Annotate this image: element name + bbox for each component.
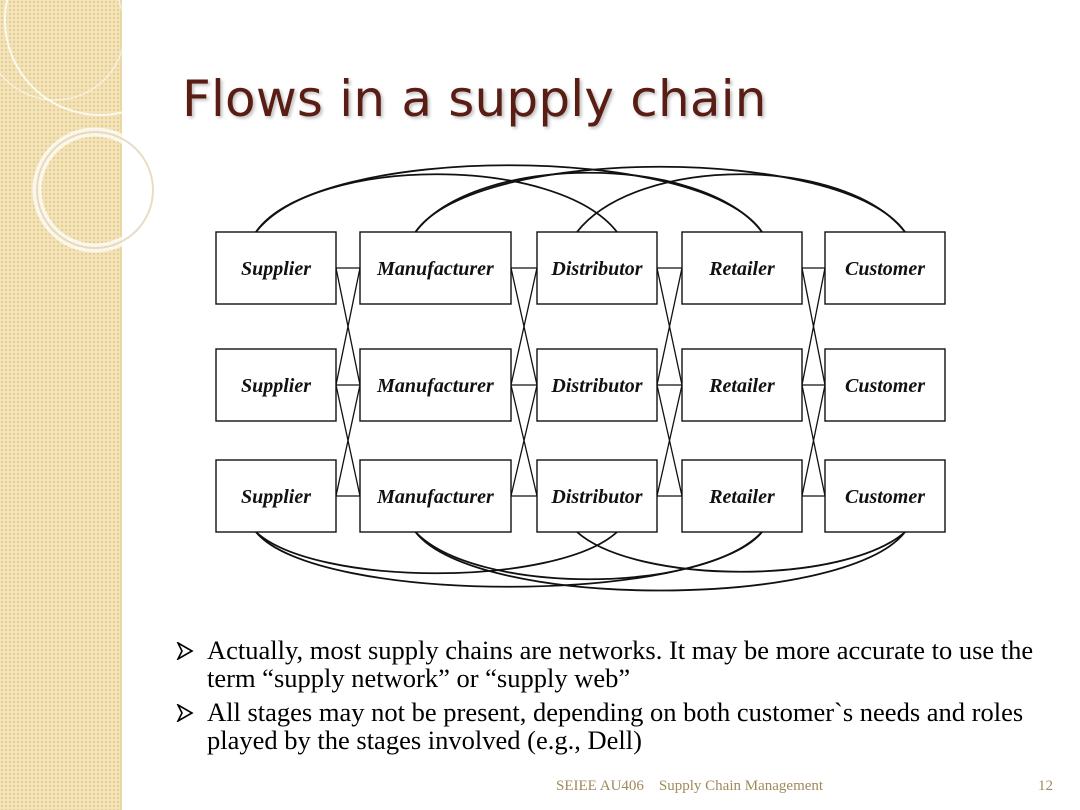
stage-label: Supplier (241, 486, 311, 508)
stage-box-retailer: Retailer (681, 231, 803, 305)
bypass-flow-arc (576, 173, 906, 233)
bypass-flow-arc (576, 531, 906, 573)
flow-link (656, 384, 683, 497)
stage-box-retailer: Retailer (681, 348, 803, 422)
stage-box-retailer: Retailer (681, 459, 803, 533)
bullet-item: Actually, most supply chains are network… (176, 636, 1036, 692)
stage-label: Supplier (241, 258, 311, 280)
stage-box-manufacturer: Manufacturer (359, 348, 512, 422)
bypass-flow-arc (255, 531, 763, 588)
arrow-bullet-icon (176, 704, 194, 722)
stage-label: Retailer (708, 375, 775, 397)
stage-box-manufacturer: Manufacturer (359, 231, 512, 305)
bullet-list: Actually, most supply chains are network… (176, 636, 1036, 760)
flow-link (510, 384, 538, 497)
bypass-flow-arc (414, 171, 763, 233)
arrow-bullet-icon (176, 642, 194, 660)
decorative-rings (0, 0, 196, 253)
bypass-flow-arc (414, 531, 906, 592)
stage-label: Manufacturer (376, 258, 494, 280)
flow-link (801, 384, 826, 497)
stage-label: Supplier (241, 375, 311, 397)
flow-link (656, 267, 683, 386)
stage-box-customer: Customer (824, 459, 946, 533)
flow-link (335, 267, 361, 386)
stage-box-manufacturer: Manufacturer (359, 459, 512, 533)
stage-box-customer: Customer (824, 348, 946, 422)
bypass-flow-arc (255, 164, 763, 233)
stage-box-distributor: Distributor (536, 231, 658, 305)
stage-label: Retailer (708, 486, 775, 508)
slide-title: Flows in a supply chain (182, 70, 767, 128)
stage-box-distributor: Distributor (536, 459, 658, 533)
stage-box-supplier: Supplier (215, 348, 337, 422)
stage-box-distributor: Distributor (536, 348, 658, 422)
flow-link (510, 267, 538, 386)
footer-page-number: 12 (1038, 778, 1053, 794)
stage-label: Distributor (550, 258, 642, 280)
stage-label: Manufacturer (376, 486, 494, 508)
stage-label: Customer (845, 486, 925, 508)
stage-label: Customer (845, 258, 925, 280)
stage-box-supplier: Supplier (215, 231, 337, 305)
bullet-item: All stages may not be present, depending… (176, 698, 1036, 754)
flow-link (335, 384, 361, 497)
stage-box-supplier: Supplier (215, 459, 337, 533)
bypass-flow-arc (255, 531, 618, 575)
stage-label: Distributor (550, 375, 642, 397)
bullet-text: Actually, most supply chains are network… (207, 635, 1034, 693)
footer-course: SEIEE AU406 Supply Chain Management (556, 778, 824, 794)
bypass-flow-arc (414, 165, 906, 233)
bullet-text: All stages may not be present, depending… (207, 697, 1024, 755)
stage-box-customer: Customer (824, 231, 946, 305)
flow-link (801, 267, 826, 386)
bypass-flow-arc (255, 173, 618, 233)
bypass-flow-arc (414, 531, 763, 581)
stage-label: Retailer (708, 258, 775, 280)
stage-label: Distributor (550, 486, 642, 508)
stage-label: Customer (845, 375, 925, 397)
stage-label: Manufacturer (376, 375, 494, 397)
